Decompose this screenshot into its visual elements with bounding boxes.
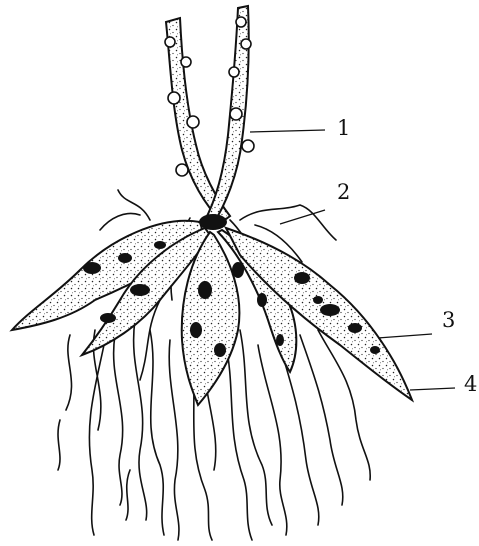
tuber-right <box>226 228 412 400</box>
callout-label-2: 2 <box>337 182 350 203</box>
crown <box>199 214 227 230</box>
callout-label-1: 1 <box>337 118 350 139</box>
callout-label-4: 4 <box>464 374 477 395</box>
callout-label-3: 3 <box>442 310 455 331</box>
tubers <box>12 221 412 405</box>
